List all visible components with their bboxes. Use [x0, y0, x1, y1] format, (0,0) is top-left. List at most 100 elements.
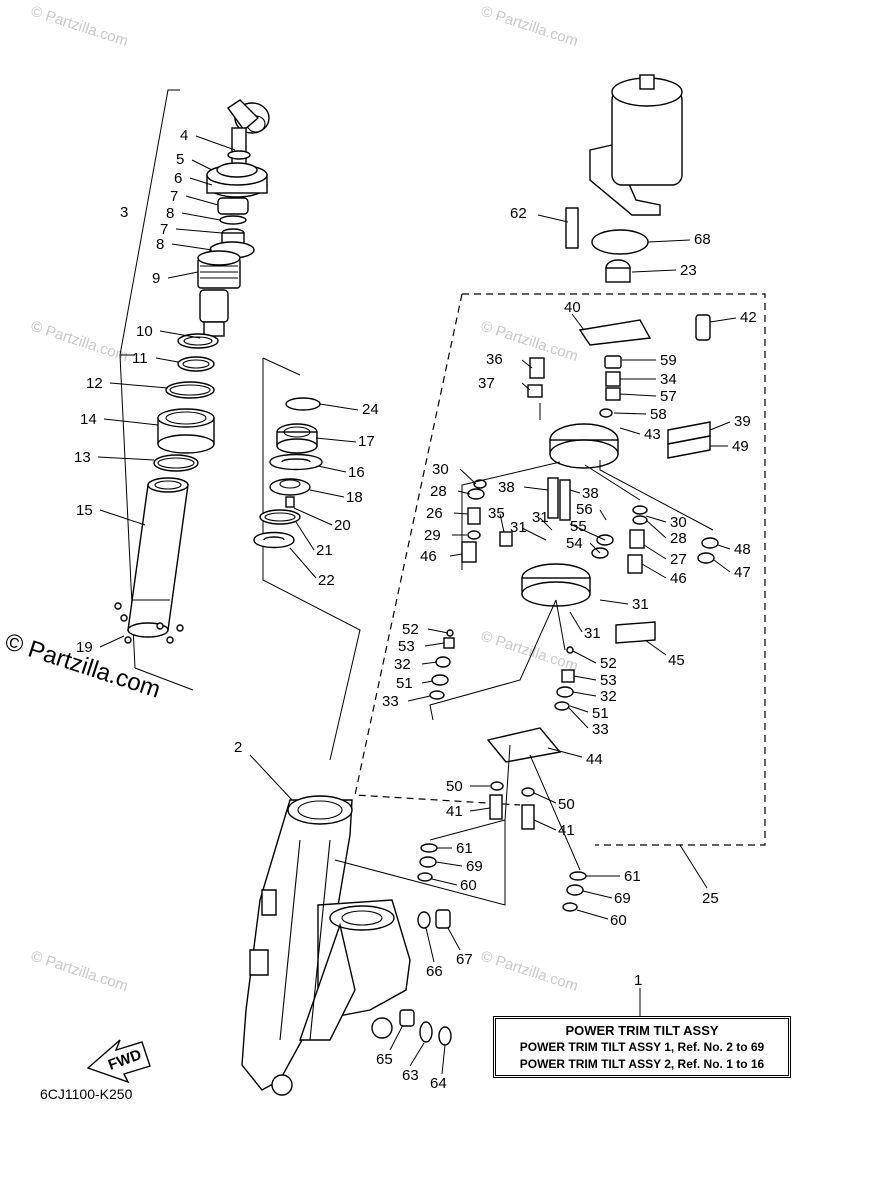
callout-2: 2 — [234, 739, 242, 756]
callout-43: 43 — [644, 426, 661, 443]
watermark-text: © Partzilla.com — [29, 948, 130, 995]
callout-56: 56 — [576, 501, 593, 518]
callout-leaders — [97, 135, 737, 1075]
watermark-text: © Partzilla.com — [479, 628, 580, 675]
callout-54: 54 — [566, 535, 583, 552]
callout-15: 15 — [76, 502, 93, 519]
callout-65: 65 — [376, 1051, 393, 1068]
callout-67: 67 — [456, 951, 473, 968]
callout-30: 30 — [670, 514, 687, 531]
info-box-line-2: POWER TRIM TILT ASSY 2, Ref. No. 1 to 16 — [519, 1057, 765, 1071]
callout-52: 52 — [402, 621, 419, 638]
callout-50: 50 — [558, 796, 575, 813]
callout-47: 47 — [734, 564, 751, 581]
callout-30: 30 — [432, 461, 449, 478]
callout-37: 37 — [478, 375, 495, 392]
callout-7: 7 — [160, 221, 168, 238]
callout-62: 62 — [510, 205, 527, 222]
main-bracket — [241, 795, 506, 1096]
callout-9: 9 — [152, 270, 160, 287]
diagram-code: 6CJ1100-K250 — [40, 1086, 133, 1102]
callout-4: 4 — [180, 127, 188, 144]
callout-19: 19 — [76, 639, 93, 656]
info-box-line-1: POWER TRIM TILT ASSY 1, Ref. No. 2 to 69 — [519, 1040, 765, 1054]
callout-61: 61 — [456, 840, 473, 857]
callout-59: 59 — [660, 352, 677, 369]
callout-13: 13 — [74, 449, 91, 466]
callout-41: 41 — [446, 803, 463, 820]
manifold-parts — [417, 314, 719, 912]
callout-22: 22 — [318, 572, 335, 589]
callout-69: 69 — [466, 858, 483, 875]
valve-parts — [253, 357, 361, 761]
callout-27: 27 — [670, 551, 687, 568]
callout-18: 18 — [346, 489, 363, 506]
callout-33: 33 — [382, 693, 399, 710]
assembly-info-box: POWER TRIM TILT ASSY POWER TRIM TILT ASS… — [493, 1016, 791, 1078]
callout-38: 38 — [498, 479, 515, 496]
callout-31: 31 — [510, 519, 527, 536]
callout-51: 51 — [396, 675, 413, 692]
callout-numbers: 2 3 4 5 6 7 8 7 8 9 10 11 12 14 13 15 19… — [74, 127, 757, 1092]
callout-20: 20 — [334, 517, 351, 534]
watermark-text: © Partzilla.com — [479, 948, 580, 995]
callout-28: 28 — [670, 530, 687, 547]
callout-8: 8 — [156, 236, 164, 253]
callout-12: 12 — [86, 375, 103, 392]
callout-3: 3 — [120, 204, 128, 221]
callout-32: 32 — [600, 688, 617, 705]
callout-50: 50 — [446, 778, 463, 795]
callout-26: 26 — [426, 505, 443, 522]
watermark-text: © Partzilla.com — [29, 3, 130, 50]
callout-11: 11 — [132, 350, 148, 367]
callout-68: 68 — [694, 231, 711, 248]
callout-66: 66 — [426, 963, 443, 980]
callout-40: 40 — [564, 299, 581, 316]
callout-33: 33 — [592, 721, 609, 738]
callout-36: 36 — [486, 351, 503, 368]
callout-53: 53 — [398, 638, 415, 655]
callout-42: 42 — [740, 309, 757, 326]
callout-55: 55 — [570, 518, 587, 535]
callout-60: 60 — [610, 912, 627, 929]
callout-60: 60 — [460, 877, 477, 894]
callout-16: 16 — [348, 464, 365, 481]
callout-5: 5 — [176, 151, 184, 168]
callout-38: 38 — [582, 485, 599, 502]
callout-35: 35 — [488, 505, 505, 522]
callout-64: 64 — [430, 1075, 447, 1092]
callout-29: 29 — [424, 527, 441, 544]
callout-21: 21 — [316, 542, 333, 559]
callout-63: 63 — [402, 1067, 419, 1084]
callout-53: 53 — [600, 672, 617, 689]
callout-6: 6 — [174, 170, 182, 187]
callout-25: 25 — [702, 890, 719, 907]
callout-41: 41 — [558, 822, 575, 839]
callout-1: 1 — [634, 972, 642, 989]
callout-14: 14 — [80, 411, 97, 428]
callout-49: 49 — [732, 438, 749, 455]
fwd-arrow: FWD — [86, 1039, 151, 1084]
callout-39: 39 — [734, 413, 751, 430]
callout-7: 7 — [170, 188, 178, 205]
callout-28: 28 — [430, 483, 447, 500]
callout-46: 46 — [670, 570, 687, 587]
callout-34: 34 — [660, 371, 677, 388]
watermark-text: © Partzilla.com — [479, 3, 580, 50]
callout-46: 46 — [420, 548, 437, 565]
callout-44: 44 — [586, 751, 603, 768]
watermark-text: © Partzilla.com — [29, 318, 130, 365]
callout-51: 51 — [592, 705, 609, 722]
shaft-assembly — [114, 89, 270, 691]
callout-31: 31 — [584, 625, 601, 642]
callout-24: 24 — [362, 401, 379, 418]
callout-31: 31 — [632, 596, 649, 613]
callout-31: 31 — [532, 509, 549, 526]
motor-group — [565, 74, 683, 283]
callout-61: 61 — [624, 868, 641, 885]
callout-17: 17 — [358, 433, 375, 450]
callout-10: 10 — [136, 323, 153, 340]
callout-45: 45 — [668, 652, 685, 669]
callout-8: 8 — [166, 205, 174, 222]
